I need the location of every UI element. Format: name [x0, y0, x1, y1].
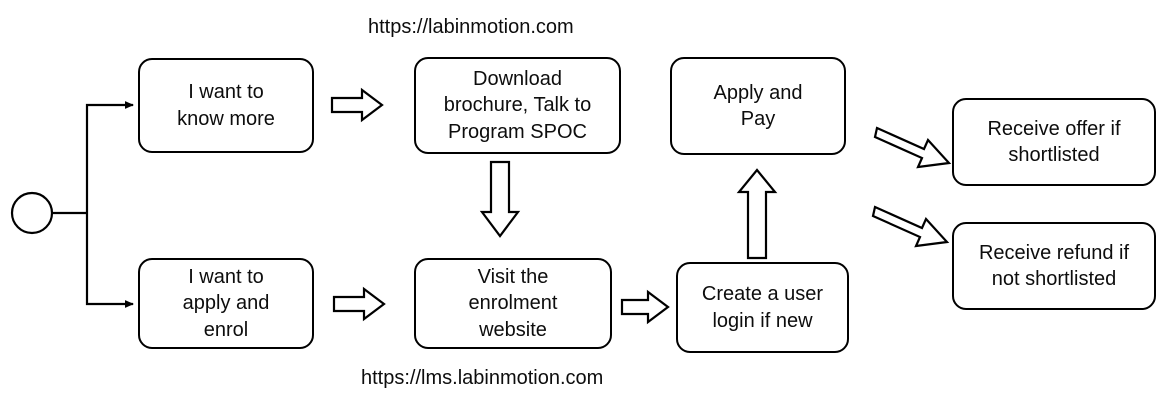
node-create-user-login[interactable]: Create a user login if new — [676, 262, 849, 353]
node-apply-and-pay[interactable]: Apply and Pay — [670, 57, 846, 155]
connector-brochure-to-visit-website — [479, 160, 521, 238]
connector-know-more-to-brochure — [330, 87, 384, 123]
url-label-top: https://labinmotion.com — [368, 16, 574, 38]
node-label: Download brochure, Talk to Program SPOC — [443, 67, 592, 143]
node-label: Apply and Pay — [713, 81, 803, 130]
node-label: I want to know more — [177, 81, 275, 130]
connector-apply-enrol-to-visit-website — [332, 286, 386, 322]
node-label: I want to apply and enrol — [182, 265, 270, 341]
node-download-brochure[interactable]: Download brochure, Talk to Program SPOC — [414, 57, 621, 154]
node-receive-offer[interactable]: Receive offer if shortlisted — [952, 98, 1156, 186]
node-want-to-know-more[interactable]: I want to know more — [138, 58, 314, 153]
node-label: Visit the enrolment website — [468, 265, 558, 341]
connector-apply-pay-to-receive-offer — [873, 126, 952, 169]
connector-visit-website-to-create-login — [620, 289, 670, 325]
node-receive-refund[interactable]: Receive refund if not shortlisted — [952, 222, 1156, 310]
connector-start-to-apply-enrol — [85, 213, 134, 308]
connector-create-login-to-apply-pay — [736, 168, 778, 260]
connector-start-to-know-more — [85, 101, 134, 213]
node-label: Create a user login if new — [701, 283, 824, 332]
url-label-bottom: https://lms.labinmotion.com — [361, 367, 604, 389]
node-visit-enrolment-website[interactable]: Visit the enrolment website — [414, 258, 612, 349]
node-label: Receive refund if not shortlisted — [978, 241, 1130, 290]
node-want-to-apply-and-enrol[interactable]: I want to apply and enrol — [138, 258, 314, 349]
connector-apply-pay-to-receive-refund — [871, 205, 950, 248]
node-label: Receive offer if shortlisted — [987, 117, 1121, 166]
start-circle — [10, 191, 54, 235]
